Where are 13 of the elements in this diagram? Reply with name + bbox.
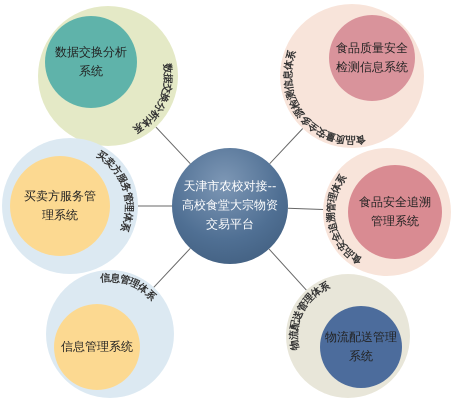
ring-label: 信息管理体系 (100, 272, 158, 303)
connector-line (153, 248, 191, 288)
circle-label: 天津市农校对接--高校食堂大宗物资交易平台 (181, 178, 279, 234)
connector-line (268, 248, 307, 291)
circle-label: 食品质量安全检测信息系统 (335, 40, 409, 76)
ring-label: 数据交换分析体系 (131, 62, 174, 135)
circle-label: 信息管理系统 (60, 338, 134, 356)
connector-line (287, 208, 324, 210)
connector-line (155, 126, 191, 164)
connector-line (269, 128, 304, 164)
circle-label: 数据交换分析系统 (54, 44, 128, 80)
ring-label: 买卖方服务管理体系 (94, 149, 134, 234)
circle-label: 买卖方服务管理系统 (23, 188, 97, 224)
